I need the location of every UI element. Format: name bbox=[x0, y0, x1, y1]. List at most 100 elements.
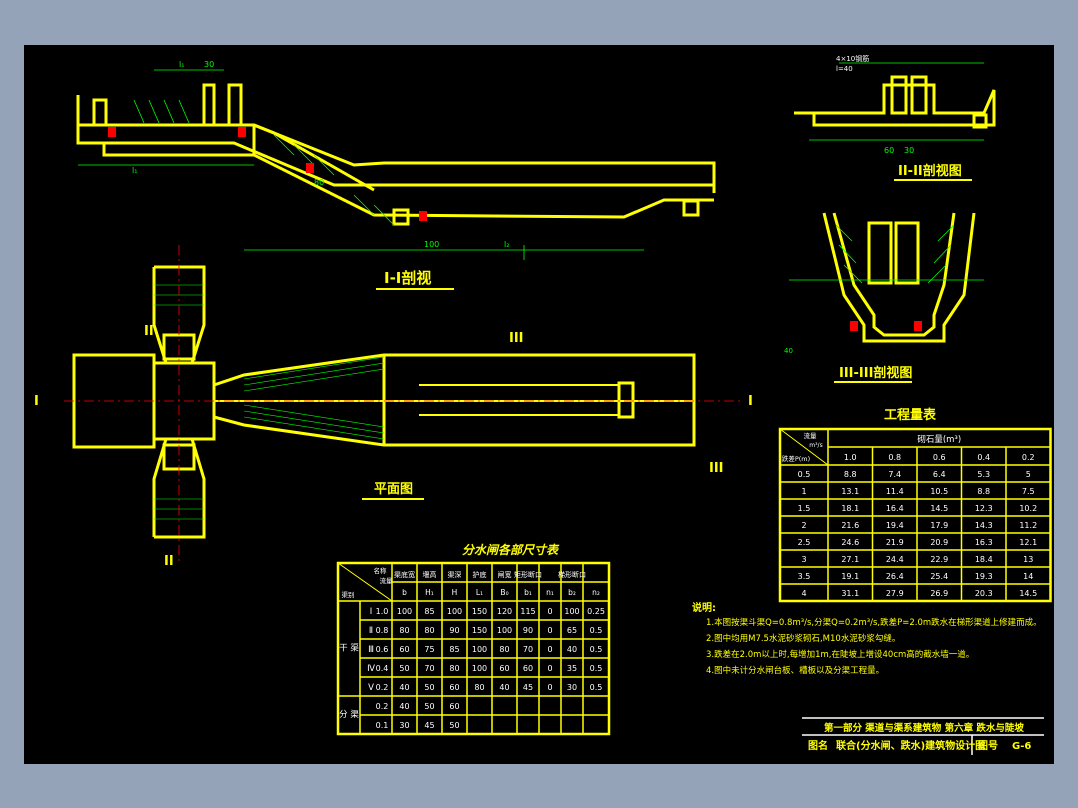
dimension-table-cell: 65 bbox=[567, 626, 577, 635]
dimension-table-flow-cell: 1.0 bbox=[376, 607, 389, 616]
dimension-table-flow-cell: 0.2 bbox=[376, 683, 389, 692]
dimension-table-corner-mid: 流量 bbox=[380, 576, 394, 585]
section-mark-3-top: III bbox=[509, 331, 524, 346]
dimension-table-cell: 45 bbox=[424, 721, 434, 730]
dimension-table-subheader: b₁ bbox=[524, 588, 532, 597]
section-1-marks bbox=[108, 127, 427, 221]
dimension-table-subheader: b₂ bbox=[568, 588, 576, 597]
notes-heading: 说明: bbox=[692, 601, 716, 614]
engineering-table-cell: 18.4 bbox=[975, 555, 993, 564]
title-block-number: G-6 bbox=[1012, 741, 1031, 752]
dimension-table-header: 渠深 bbox=[448, 570, 462, 579]
dimension-table-subheader: H bbox=[452, 588, 458, 597]
dimension-table-cell: 80 bbox=[424, 626, 434, 635]
engineering-table-cell: 24.6 bbox=[841, 538, 859, 547]
section-1-dims bbox=[78, 69, 644, 260]
engineering-table-cell: 19.1 bbox=[841, 572, 859, 581]
dimension-table-cell: 0.5 bbox=[590, 664, 603, 673]
dim-label: 40 bbox=[784, 347, 793, 355]
engineering-table-drop-cell: 1.5 bbox=[798, 504, 811, 513]
dimension-table-cell: 40 bbox=[567, 645, 577, 654]
engineering-table-cell: 27.1 bbox=[841, 555, 859, 564]
engineering-table-column-header: 1.0 bbox=[844, 453, 857, 462]
engineering-table-column-header: 0.2 bbox=[1022, 453, 1035, 462]
dimension-table-frame bbox=[336, 561, 611, 736]
section-1-hatch bbox=[133, 99, 395, 226]
section-3-marks bbox=[850, 321, 922, 331]
section-mark-3-bottom: III bbox=[709, 461, 724, 476]
dimension-table-row-id: Ⅲ bbox=[368, 645, 374, 655]
dimension-table-cell: 0.25 bbox=[587, 607, 605, 616]
engineering-table-cell: 14 bbox=[1023, 572, 1033, 581]
dimension-table-cell: 90 bbox=[449, 626, 459, 635]
section-mark-2: II bbox=[144, 324, 154, 339]
dimension-table-corner-bottom: 渠别 bbox=[342, 590, 355, 599]
section-1-gate-right bbox=[227, 83, 243, 127]
dimension-table-cell: 50 bbox=[424, 702, 434, 711]
dimension-table-cell: 100 bbox=[447, 607, 462, 616]
dimension-table-cell: 60 bbox=[523, 664, 533, 673]
dimension-table-flow-cell: 0.4 bbox=[376, 664, 389, 673]
dimension-table-header: 闸宽 bbox=[498, 570, 512, 579]
dimension-table-cell: 150 bbox=[472, 607, 487, 616]
engineering-table-cell: 10.5 bbox=[930, 487, 948, 496]
section-1-pier bbox=[92, 98, 108, 127]
plan-branch-north bbox=[152, 265, 206, 365]
section-1-bottom-line bbox=[102, 143, 714, 219]
dimension-table-cell: 0 bbox=[547, 683, 552, 692]
section-mark-1-left: I bbox=[34, 394, 39, 409]
dimension-table-cell: 100 bbox=[472, 645, 487, 654]
engineering-table-drop-cell: 2 bbox=[801, 521, 806, 530]
title-block-line1: 第一部分 渠道与渠系建筑物 第六章 跌水与陡坡 bbox=[824, 722, 1024, 734]
dimension-table-cell: 120 bbox=[497, 607, 512, 616]
engineering-table-column-header: 0.8 bbox=[888, 453, 901, 462]
dimension-table-cell: 100 bbox=[472, 664, 487, 673]
note-item: 4.图中未计分水闸台板、槽板以及分渠工程量。 bbox=[706, 665, 884, 676]
dimension-table-flow-cell: 0.2 bbox=[376, 702, 389, 711]
section-mark-1-right: I bbox=[748, 394, 753, 409]
engineering-table-column-header: 0.6 bbox=[933, 453, 946, 462]
dimension-table-subheader: H₁ bbox=[425, 588, 434, 597]
dimension-table-subheader: n₂ bbox=[592, 588, 600, 597]
dimension-table-title: 分水闸各部尺寸表 bbox=[462, 543, 560, 557]
dimension-table-cell: 80 bbox=[399, 626, 409, 635]
note-item: 1.本图按渠斗渠Q=0.8m³/s,分渠Q=0.2m³/s,跌差P=2.0m跌水… bbox=[706, 617, 1042, 628]
engineering-table-cell: 31.1 bbox=[841, 589, 859, 598]
dimension-table-corner-top: 名称 bbox=[374, 566, 388, 575]
engineering-table-cell: 14.5 bbox=[930, 504, 948, 513]
dim-label: 30 bbox=[204, 60, 214, 69]
engineering-table-cell: 16.4 bbox=[886, 504, 904, 513]
section-3-hatch bbox=[789, 224, 984, 284]
dimension-table-group-main: 干 渠 bbox=[339, 642, 359, 653]
section-1-drawing bbox=[76, 83, 716, 226]
engineering-table-cell: 7.5 bbox=[1022, 487, 1035, 496]
plan-branch-south bbox=[152, 437, 206, 539]
dimension-table-cell: 40 bbox=[399, 702, 409, 711]
engineering-table-title: 工程量表 bbox=[884, 407, 937, 423]
dim-label: l=40 bbox=[836, 65, 853, 73]
dim-label: 30 bbox=[904, 146, 914, 155]
drawing-svg: l₁ 30 l₁ l₂ 100 80 I-I剖视 4×10钢筋 l=40 60 … bbox=[34, 54, 1052, 755]
dimension-table-cell: 0 bbox=[547, 664, 552, 673]
engineering-table-cell: 20.9 bbox=[930, 538, 948, 547]
engineering-table-cell: 19.4 bbox=[886, 521, 904, 530]
dimension-table-cell: 100 bbox=[397, 607, 412, 616]
title-block-name: 联合(分水闸、跌水)建筑物设计图 bbox=[836, 739, 985, 752]
engineering-table-column-header: 0.4 bbox=[977, 453, 990, 462]
engineering-table-corner-diagonal bbox=[779, 428, 829, 466]
dimension-table-cell: 30 bbox=[567, 683, 577, 692]
engineering-table-cell: 10.2 bbox=[1019, 504, 1037, 513]
engineering-table-drop-cell: 2.5 bbox=[798, 538, 811, 547]
section-3-title: III-III剖视图 bbox=[839, 365, 912, 381]
note-item: 3.跌差在2.0m以上时,每增加1m,在陡坡上增设40cm高的截水墙一道。 bbox=[706, 649, 974, 660]
dimension-table-flow-cell: 0.6 bbox=[376, 645, 389, 654]
section-1-cutoff-mid bbox=[392, 208, 410, 226]
dimension-table-cell: 85 bbox=[424, 607, 434, 616]
dimension-table-cell: 50 bbox=[399, 664, 409, 673]
engineering-table-cell: 19.3 bbox=[975, 572, 993, 581]
dimension-table-cell: 90 bbox=[523, 626, 533, 635]
dimension-table-cell: 115 bbox=[520, 607, 535, 616]
engineering-table-corner-top: 流量 bbox=[804, 431, 818, 440]
engineering-table-cell: 20.3 bbox=[975, 589, 993, 598]
section-2-title: II-II剖视图 bbox=[898, 163, 962, 179]
